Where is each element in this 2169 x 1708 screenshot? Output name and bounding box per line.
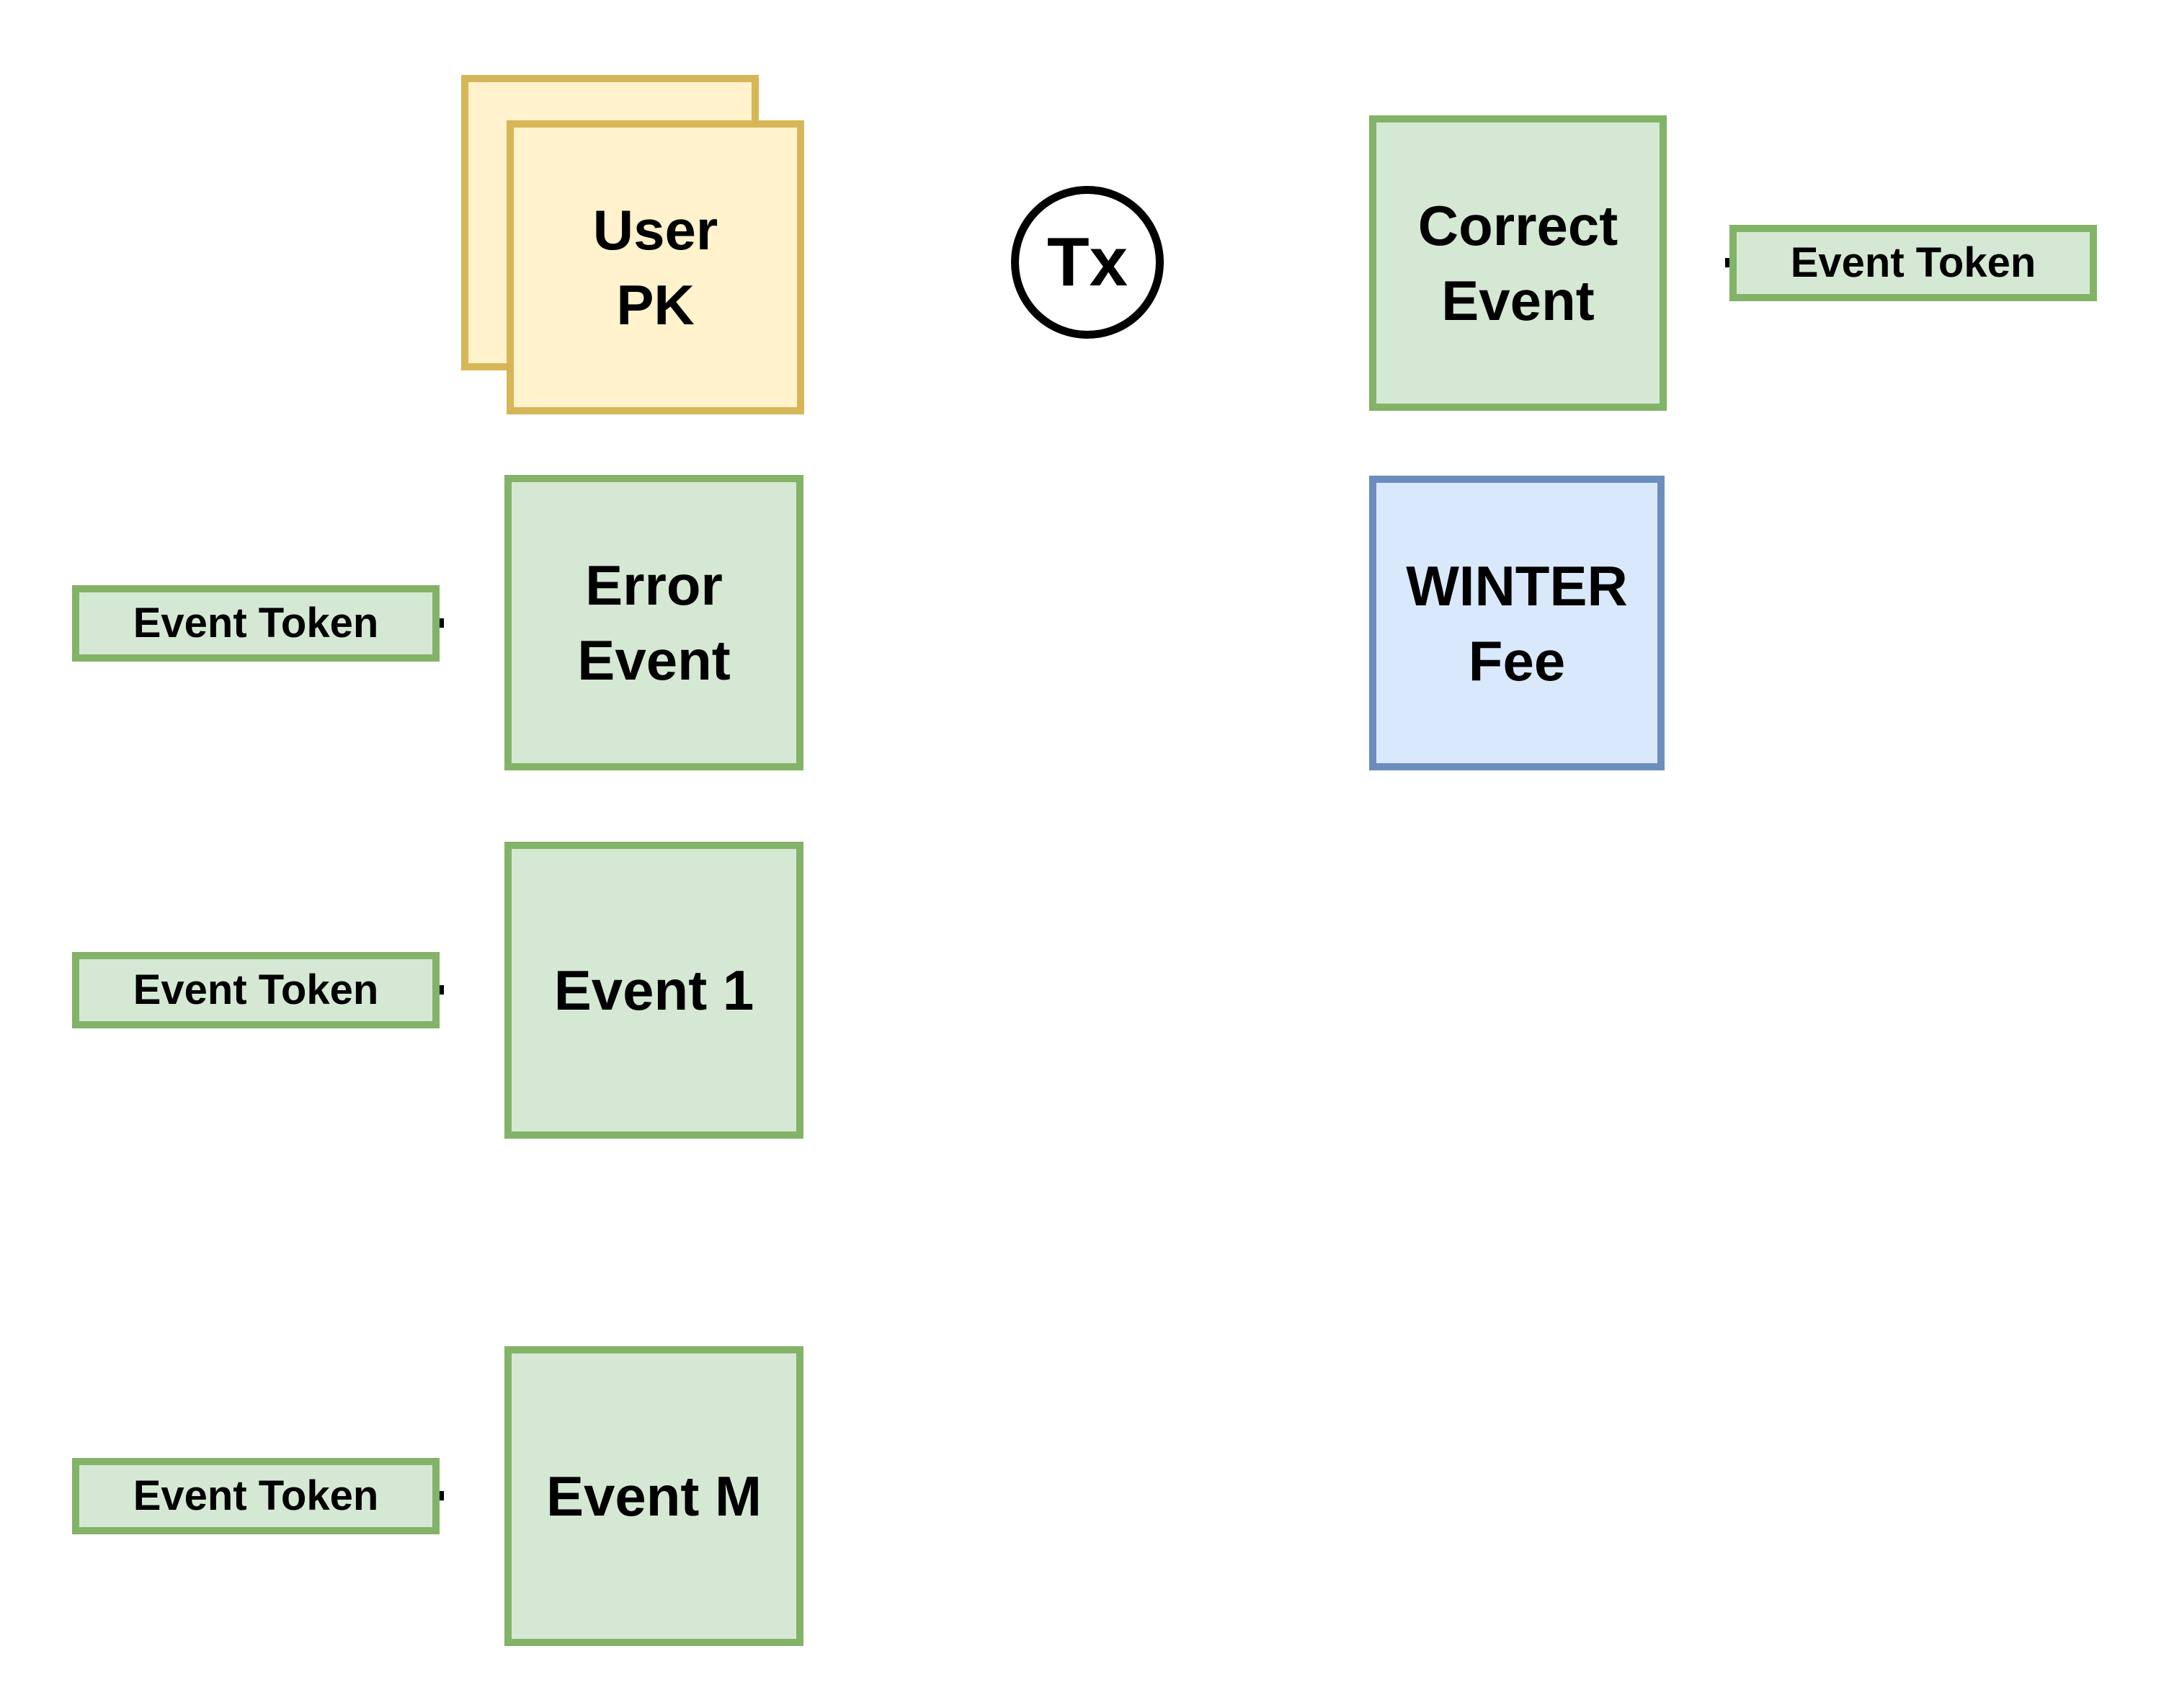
event-token-left-3-label: Event Token	[133, 1472, 379, 1519]
event-m-node: Event M	[504, 1346, 803, 1646]
user-pk-label: User PK	[593, 192, 718, 342]
correct-event-label-line1: Correct	[1417, 194, 1618, 257]
event-token-left-1: Event Token	[72, 585, 440, 662]
connector-stub-right	[1725, 258, 1729, 267]
tx-circle-node: Tx	[1011, 186, 1164, 339]
error-event-label: Error Event	[577, 548, 730, 698]
connector-stub-3	[440, 1491, 444, 1500]
error-event-node: Error Event	[504, 475, 803, 770]
connector-stub-1	[440, 618, 444, 628]
correct-event-label: Correct Event	[1418, 188, 1618, 338]
user-pk-label-line1: User	[592, 198, 718, 262]
event-token-right-label: Event Token	[1790, 239, 2036, 286]
event-token-left-3: Event Token	[72, 1458, 440, 1534]
correct-event-label-line2: Event	[1441, 269, 1595, 332]
event-1-label: Event 1	[553, 958, 754, 1022]
winter-fee-node: WINTER Fee	[1369, 476, 1665, 770]
correct-event-node: Correct Event	[1369, 115, 1667, 411]
user-pk-node: User PK	[507, 120, 804, 414]
winter-fee-label: WINTER Fee	[1406, 548, 1628, 698]
event-token-left-2-label: Event Token	[133, 966, 379, 1013]
error-event-label-line1: Error	[585, 553, 723, 617]
event-token-left-2: Event Token	[72, 952, 440, 1028]
event-1-node: Event 1	[504, 842, 803, 1139]
user-pk-label-line2: PK	[616, 273, 695, 337]
event-token-left-1-label: Event Token	[133, 600, 379, 646]
winter-fee-label-line1: WINTER	[1406, 553, 1628, 618]
event-m-label: Event M	[545, 1464, 762, 1528]
error-event-label-line2: Event	[577, 628, 731, 692]
connector-stub-2	[440, 985, 444, 995]
event-token-right: Event Token	[1729, 225, 2097, 301]
tx-label: Tx	[1046, 223, 1128, 301]
winter-fee-label-line2: Fee	[1468, 628, 1566, 693]
